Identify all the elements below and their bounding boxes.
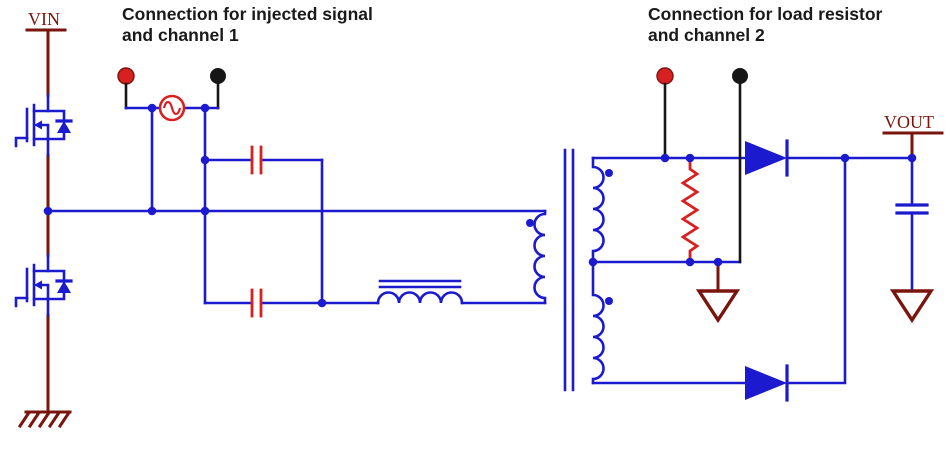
center-tap-ground — [695, 260, 741, 324]
series-inductor — [320, 279, 547, 305]
injection-section — [117, 67, 226, 305]
probe-black-ch1 — [210, 68, 226, 84]
ac-source-icon — [158, 94, 186, 122]
coupling-capacitor-bottom — [250, 288, 263, 318]
ground-triangle-output — [889, 289, 935, 324]
probe-red-ch2 — [656, 67, 674, 85]
junction-dots — [43, 103, 917, 308]
vout-label: VOUT — [884, 112, 934, 132]
load-resistor — [680, 156, 700, 264]
probe-red-ch1 — [117, 67, 135, 85]
injected-signal-caption-line2: and channel 1 — [122, 25, 239, 45]
secondary-windings — [591, 156, 605, 385]
vin-label: VIN — [28, 9, 60, 29]
coupling-capacitors — [203, 145, 324, 318]
probe-black-ch2 — [732, 68, 748, 84]
coupling-capacitor-top — [250, 145, 263, 175]
rectifier-diodes — [745, 139, 789, 402]
secondary-bottom-phase-dot — [605, 297, 613, 305]
primary-winding — [533, 209, 547, 305]
output-stage: VOUT — [882, 112, 944, 324]
channel2-section — [656, 67, 748, 264]
load-resistor-caption-line2: and channel 2 — [648, 25, 765, 45]
transformer — [526, 148, 613, 392]
rectifier-diode-top — [745, 141, 787, 175]
load-resistor-caption-line1: Connection for load resistor — [648, 4, 883, 24]
rectifier-diode-bottom — [745, 366, 787, 400]
transformer-core — [563, 148, 575, 392]
ground-triangle-center-tap — [695, 289, 741, 324]
primary-phase-dot — [526, 219, 534, 227]
inductor-winding — [376, 291, 464, 305]
vin-rail: VIN — [25, 9, 67, 414]
secondary-top-phase-dot — [605, 169, 613, 177]
secondary-bottom-wire — [591, 156, 847, 385]
inductor-core-bars — [378, 279, 462, 289]
injected-signal-caption-line1: Connection for injected signal — [122, 4, 373, 24]
